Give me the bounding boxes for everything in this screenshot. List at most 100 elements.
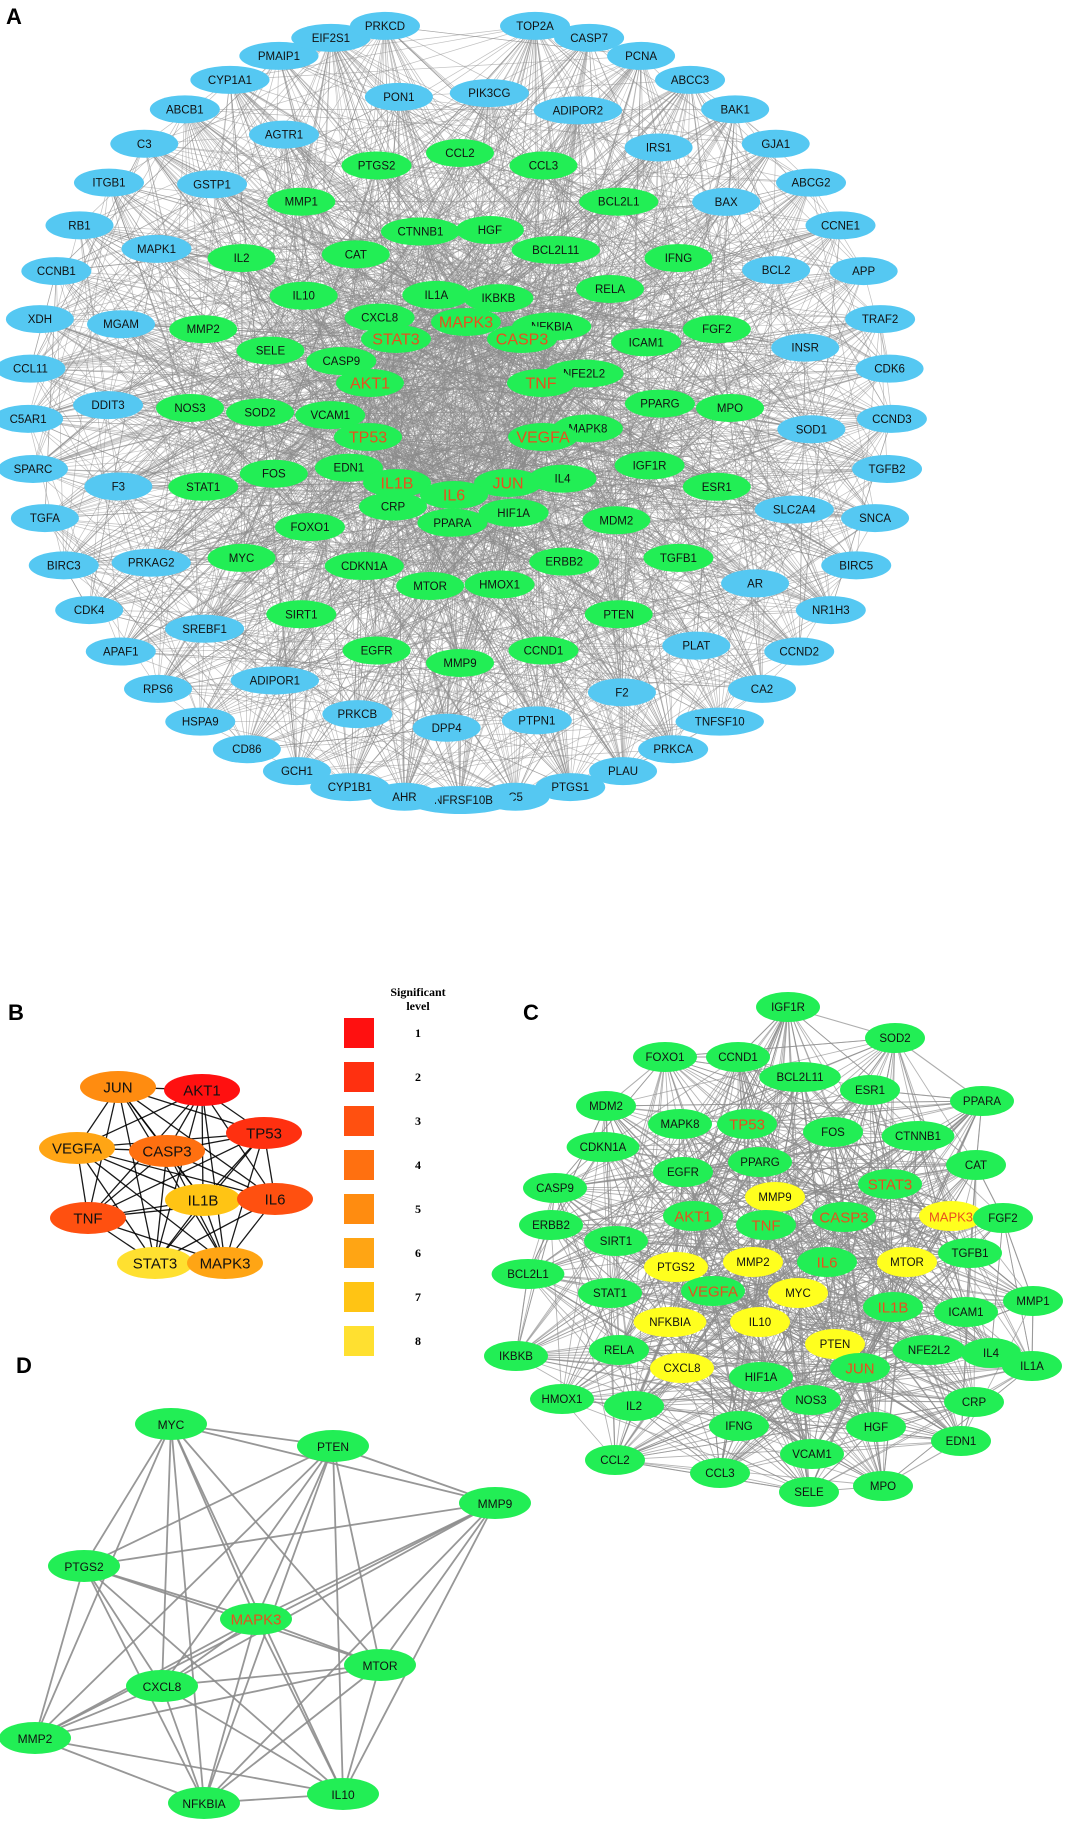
panel-a-node-label: EGFR bbox=[361, 646, 393, 658]
edge bbox=[56, 270, 585, 374]
edge bbox=[369, 143, 776, 384]
panel-a-node-label: IL1A bbox=[424, 290, 448, 302]
edge bbox=[395, 338, 509, 484]
panel-b-node-label: IL6 bbox=[265, 1192, 286, 1209]
panel-c-node-tgfb1: TGFB1 bbox=[938, 1238, 1002, 1268]
panel-c-node-label: IGF1R bbox=[771, 1002, 805, 1014]
panel-a-node-ccnd1: CCND1 bbox=[508, 636, 579, 665]
panel-c-node-label: MMP9 bbox=[758, 1192, 791, 1204]
edge bbox=[621, 329, 718, 693]
panel-c-node-ikbkb: IKBKB bbox=[484, 1341, 548, 1371]
panel-c-node-vegfa: VEGFA bbox=[681, 1276, 745, 1306]
panel-a-node-ellipse bbox=[431, 308, 501, 336]
panel-a-node-ellipse bbox=[511, 235, 600, 264]
edge bbox=[156, 92, 490, 250]
panel-a-node-ccne1: CCNE1 bbox=[805, 211, 876, 240]
panel-a-node-label: FOXO1 bbox=[290, 522, 329, 534]
edge bbox=[76, 1147, 226, 1264]
panel-c-node-label: CTNNB1 bbox=[895, 1131, 941, 1143]
panel-a-node-c5ar1: C5AR1 bbox=[0, 404, 64, 433]
panel-a-node-il2: IL2 bbox=[207, 244, 276, 273]
edge bbox=[117, 1086, 226, 1264]
edge bbox=[369, 201, 727, 384]
panel-a-node-ellipse bbox=[533, 96, 623, 125]
edge bbox=[184, 109, 371, 384]
panel-a-node-ddit3: DDIT3 bbox=[73, 391, 144, 420]
panel-c-node-cxcl8: CXCL8 bbox=[650, 1353, 714, 1383]
panel-b-node-label: AKT1 bbox=[183, 1083, 221, 1100]
panel-a-node-sod2: SOD2 bbox=[226, 398, 295, 427]
edge bbox=[540, 382, 619, 615]
panel-a-node-label: PON1 bbox=[383, 92, 414, 104]
edge bbox=[303, 295, 544, 438]
edge bbox=[158, 688, 622, 693]
edge bbox=[211, 184, 509, 484]
panel-b-node-ellipse bbox=[117, 1247, 193, 1279]
edge bbox=[34, 1664, 381, 1739]
panel-a-node-label: BAX bbox=[715, 197, 738, 209]
panel-a-node-label: CASP3 bbox=[496, 332, 549, 349]
edge bbox=[561, 1398, 810, 1493]
panel-b-node-ellipse bbox=[165, 1184, 241, 1216]
edge bbox=[507, 328, 717, 484]
panel-a-node-dpp4: DPP4 bbox=[412, 713, 481, 742]
panel-a-node-label: SELE bbox=[256, 346, 286, 358]
panel-a-node-vegfa: VEGFA bbox=[508, 423, 578, 451]
panel-a-node-ellipse bbox=[727, 674, 796, 703]
panel-b-node-label: STAT3 bbox=[133, 1256, 177, 1273]
panel-a-node-label: AR bbox=[747, 578, 763, 590]
panel-a-node-ccl2: CCL2 bbox=[426, 139, 494, 167]
panel-a-node-foxo1: FOXO1 bbox=[274, 513, 345, 542]
edge bbox=[363, 565, 461, 801]
panel-b-label: B bbox=[8, 1000, 24, 1025]
panel-a-node-label: CD86 bbox=[232, 744, 261, 756]
panel-a-node-ellipse bbox=[55, 596, 124, 625]
edge bbox=[30, 368, 119, 487]
panel-a-node-ellipse bbox=[349, 11, 420, 40]
panel-d-node-ptgs2: PTGS2 bbox=[48, 1550, 120, 1582]
panel-a-node-label: TNFSF10 bbox=[695, 717, 745, 729]
edge bbox=[465, 321, 756, 584]
edge bbox=[489, 92, 619, 202]
edge bbox=[30, 368, 763, 690]
panel-a-node-akt1: AKT1 bbox=[336, 369, 404, 397]
edge bbox=[296, 721, 720, 772]
panel-a-node-mmp9: MMP9 bbox=[426, 649, 494, 677]
panel-a-node-label: CCL11 bbox=[13, 364, 48, 376]
panel-a-node-ellipse bbox=[344, 303, 415, 332]
panel-a-node-label: SLC2A4 bbox=[773, 505, 816, 517]
edge bbox=[144, 143, 509, 484]
panel-b-node-label: CASP3 bbox=[142, 1144, 191, 1161]
legend-swatch-1 bbox=[344, 1018, 374, 1048]
panel-a-node-label: GJA1 bbox=[761, 139, 790, 151]
panel-a-node-cyp1b1: CYP1B1 bbox=[310, 773, 390, 802]
panel-c-node-esr1: ESR1 bbox=[840, 1075, 900, 1105]
panel-a-node-label: SOD2 bbox=[244, 407, 275, 419]
panel-a-node-ellipse bbox=[771, 333, 840, 362]
edge bbox=[246, 506, 394, 750]
edge bbox=[507, 342, 647, 484]
edge bbox=[465, 321, 544, 438]
panel-c-node-label: IL2 bbox=[626, 1401, 642, 1413]
panel-a-node-label: MAPK8 bbox=[568, 423, 607, 435]
panel-c-node-label: MPO bbox=[870, 1481, 896, 1493]
panel-a-node-ellipse bbox=[682, 472, 751, 501]
edge bbox=[396, 294, 437, 484]
panel-a-node-ellipse bbox=[396, 571, 465, 600]
panel-a-node-crp: CRP bbox=[358, 492, 427, 521]
edge bbox=[63, 257, 242, 566]
panel-c-node-ifng: IFNG bbox=[709, 1411, 769, 1441]
panel-a-node-label: SREBF1 bbox=[182, 624, 227, 636]
panel-a-node-ellipse bbox=[412, 713, 481, 742]
panel-a-node-ellipse bbox=[124, 674, 193, 703]
panel-d-node-label: NFKBIA bbox=[182, 1797, 225, 1811]
edge bbox=[521, 109, 736, 340]
panel-a-node-label: PLAT bbox=[682, 641, 710, 653]
panel-d-node-cxcl8: CXCL8 bbox=[126, 1670, 198, 1702]
edge bbox=[283, 134, 380, 318]
edge bbox=[404, 720, 538, 798]
edge bbox=[367, 288, 611, 438]
edge bbox=[615, 520, 674, 750]
panel-c-node-label: IL10 bbox=[749, 1317, 771, 1329]
